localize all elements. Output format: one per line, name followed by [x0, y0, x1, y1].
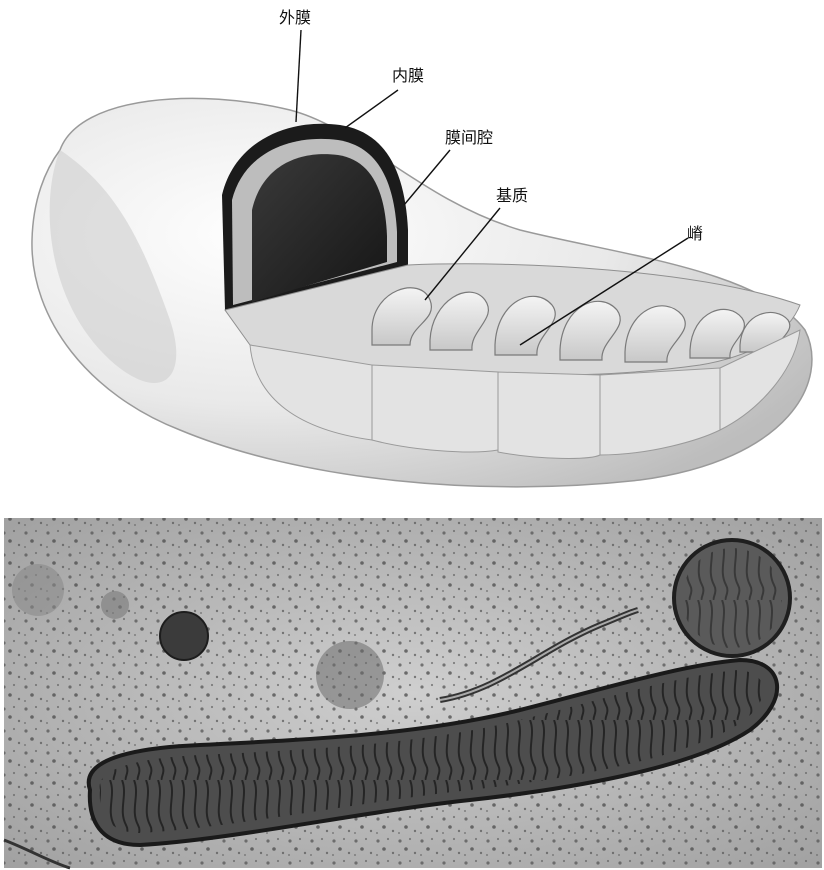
electron-micrograph: [0, 0, 824, 870]
mitochondrion-figure: 外膜 内膜 膜间腔 基质 嵴: [0, 0, 824, 870]
